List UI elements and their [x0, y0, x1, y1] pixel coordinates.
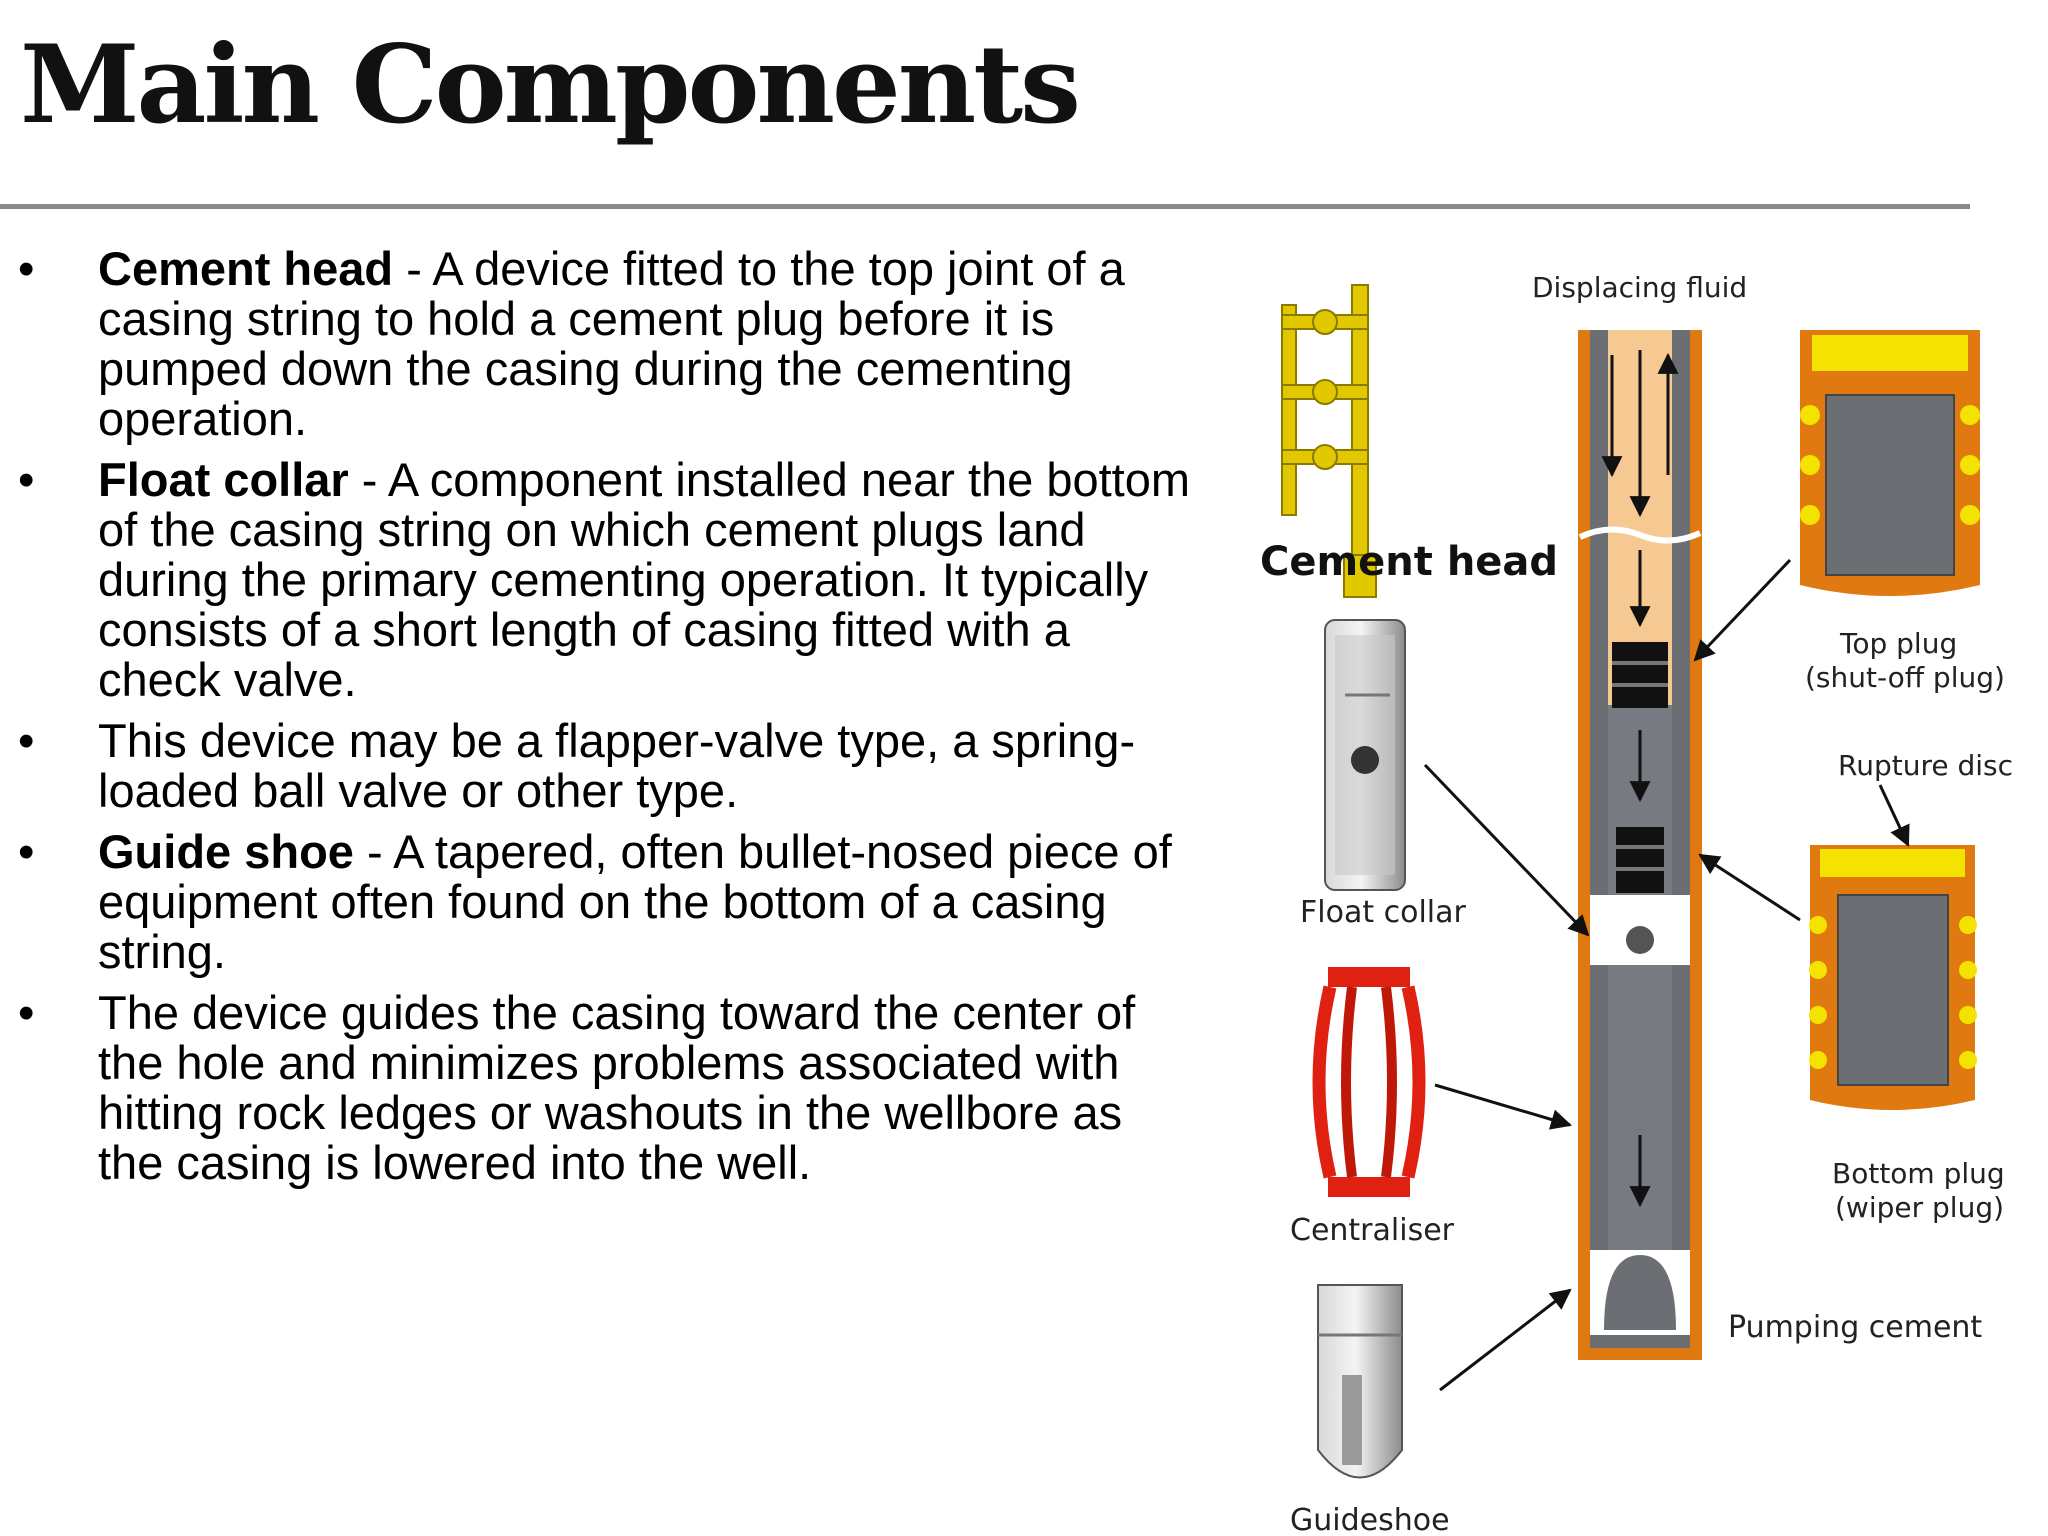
bullet-term: Float collar	[98, 453, 349, 506]
bullet-text: - A tapered, often bullet-nosed piece of…	[98, 825, 1172, 978]
bullet-item: • Cement head - A device fitted to the to…	[0, 244, 1200, 444]
label-cement-head: Cement head	[1260, 539, 1558, 585]
bullet-text: - A component installed near the bottom …	[98, 453, 1191, 706]
bullet-term: Cement head	[98, 242, 394, 295]
label-centraliser: Centraliser	[1290, 1213, 1455, 1248]
cementing-diagram: Cement head Float collar Centraliser Gui…	[1260, 271, 2013, 1535]
bullet-marker: •	[18, 242, 35, 295]
guideshoe-icon	[1317, 1284, 1403, 1479]
bullet-marker: •	[18, 453, 35, 506]
bullet-marker: •	[18, 986, 35, 1039]
top-plug-icon	[1800, 330, 1980, 596]
casing-column	[1578, 330, 1702, 1360]
label-rupture-disc: Rupture disc	[1838, 749, 2013, 782]
bullet-item: • Float collar - A component installed ne…	[0, 455, 1200, 705]
bullet-text: - A device fitted to the top joint of a …	[98, 242, 1125, 445]
bullet-marker: •	[18, 825, 35, 878]
bottom-plug-icon	[1809, 845, 1977, 1110]
label-displacing-fluid: Displacing fluid	[1532, 271, 1747, 304]
page-title: Main Components	[20, 22, 1081, 148]
bullet-item: • The device guides the casing toward the…	[0, 988, 1200, 1188]
label-shut-off-plug: (shut-off plug)	[1805, 661, 2005, 694]
bullet-item: • Guide shoe - A tapered, often bullet-no…	[0, 827, 1200, 977]
cement-head-icon	[1281, 284, 1377, 598]
bullet-text: The device guides the casing toward the …	[98, 986, 1136, 1189]
centraliser-icon	[1312, 967, 1426, 1197]
bullet-text: This device may be a flapper-valve type,…	[98, 714, 1136, 817]
float-collar-icon	[1324, 619, 1406, 891]
bullet-item: • This device may be a flapper-valve type…	[0, 716, 1200, 816]
label-float-collar: Float collar	[1300, 895, 1467, 930]
bullet-list: • Cement head - A device fitted to the to…	[0, 244, 1200, 1199]
leader-lines	[1423, 558, 1910, 1392]
label-wiper-plug: (wiper plug)	[1835, 1191, 2004, 1224]
label-bottom-plug: Bottom plug	[1832, 1157, 2005, 1190]
title-divider	[0, 204, 1970, 209]
label-top-plug: Top plug	[1839, 627, 1957, 660]
bullet-term: Guide shoe	[98, 825, 354, 878]
label-guideshoe: Guideshoe	[1290, 1503, 1450, 1535]
bullet-marker: •	[18, 714, 35, 767]
label-pumping-cement: Pumping cement	[1728, 1310, 1982, 1345]
